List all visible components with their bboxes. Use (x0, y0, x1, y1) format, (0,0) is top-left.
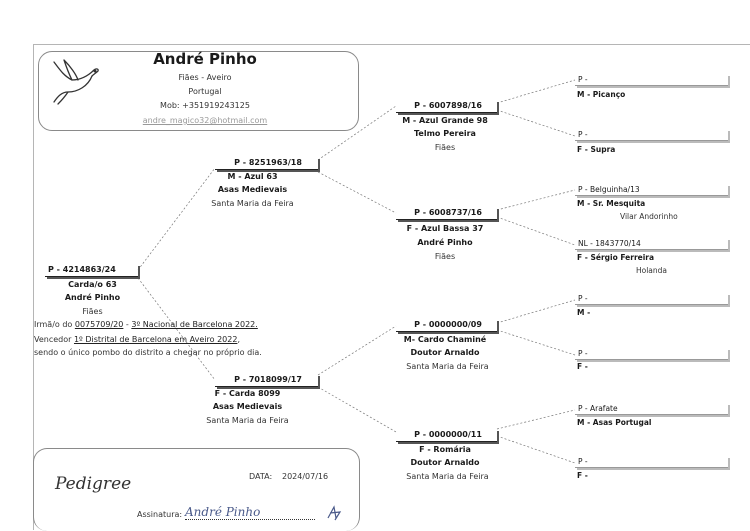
ggp-ring: P - (575, 129, 728, 141)
ggp-sub: M - Asas Portugal (577, 418, 652, 427)
sheet-border-top (33, 44, 750, 45)
ggp-sub: F - (577, 362, 588, 371)
mother-ring: P - 7018099/17 (215, 374, 318, 387)
ggp-sub: M - (577, 308, 591, 317)
signature-label: Assinatura: (137, 510, 183, 519)
mother-color: F - Carda 8099 (214, 389, 281, 398)
mother-place: Santa Maria da Feira (206, 416, 289, 425)
maternal-grandsire-color: M- Cardo Chaminé (403, 335, 487, 344)
sibling-prefix: Irmã/o do (34, 320, 75, 329)
sibling-ring: 0075709/20 (74, 320, 124, 329)
date-value: 2024/07/16 (282, 472, 329, 481)
winner-achievement: 1º Distrital de Barcelona em Aveiro 2022 (73, 335, 238, 344)
winner-suffix: , (237, 335, 240, 344)
ggp-ring: P - (575, 456, 728, 468)
ggp-sub: F - (577, 471, 588, 480)
maternal-granddam-color: F - Romária (419, 445, 471, 454)
paternal-grandsire-color: M - Azul Grande 98 (402, 116, 488, 125)
owner-location: Fiães - Aveiro (178, 73, 232, 82)
maternal-granddam-breeder: Doutor Arnaldo (410, 458, 480, 467)
subject-place: Fiães (82, 307, 103, 316)
signature-flourish-icon (327, 505, 342, 521)
owner-header-box (38, 51, 359, 131)
maternal-granddam-place: Santa Maria da Feira (406, 472, 489, 481)
father-breeder: Asas Medievais (217, 185, 288, 194)
sibling-achievement: 3º Nacional de Barcelona 2022. (131, 320, 258, 329)
father-ring: P - 8251963/18 (215, 157, 318, 170)
sibling-sep: - (123, 320, 132, 329)
ggp-ring: P - Belguinha/13 (575, 184, 728, 196)
paternal-grandsire-place: Fiães (434, 143, 456, 152)
ggp-sub: M - Sr. Mesquita (577, 199, 646, 208)
owner-country: Portugal (188, 87, 222, 96)
ggp-place: Holanda (636, 266, 668, 275)
owner-mobile: Mob: +351919243125 (160, 101, 250, 110)
winner-prefix: Vencedor (34, 335, 74, 344)
father-color: M - Azul 63 (227, 172, 278, 181)
paternal-granddam-color: F - Azul Bassa 37 (406, 224, 484, 233)
maternal-grandsire-place: Santa Maria da Feira (406, 362, 489, 371)
subject-color: Carda/o 63 (68, 280, 117, 289)
pedigree-title: Pedigree (55, 474, 132, 494)
ggp-ring: P - (575, 348, 728, 360)
ggp-ring: P - (575, 293, 728, 305)
paternal-grandsire-ring: P - 6007898/16 (396, 100, 497, 113)
mother-breeder: Asas Medievais (212, 402, 283, 411)
subject-breeder: André Pinho (64, 293, 121, 302)
father-place: Santa Maria da Feira (211, 199, 294, 208)
winner-note-line2: sendo o único pombo do distrito a chegar… (34, 348, 262, 357)
signature: André Pinho (185, 505, 315, 520)
ggp-ring: P - Arafate (575, 403, 728, 415)
dove-icon (53, 59, 99, 105)
footer-box (33, 448, 360, 531)
sibling-note: Irmã/o do 0075709/20 - 3º Nacional de Ba… (34, 320, 258, 329)
ggp-ring: NL - 1843770/14 (575, 238, 728, 250)
sheet-border-left (33, 44, 34, 530)
maternal-granddam-ring: P - 0000000/11 (396, 429, 497, 442)
winner-note: Vencedor 1º Distrital de Barcelona em Av… (34, 335, 240, 344)
owner-email[interactable]: andre_magico32@hotmail.com (142, 116, 268, 125)
ggp-place: Vilar Andorinho (620, 212, 678, 221)
maternal-grandsire-ring: P - 0000000/09 (396, 319, 497, 332)
paternal-grandsire-breeder: Telmo Pereira (414, 129, 476, 138)
paternal-granddam-place: Fiães (434, 252, 456, 261)
subject-ring: P - 4214863/24 (45, 264, 138, 277)
date-label: DATA: (249, 472, 273, 481)
maternal-grandsire-breeder: Doutor Arnaldo (410, 348, 480, 357)
ggp-ring: P - (575, 74, 728, 86)
owner-name: André Pinho (153, 50, 257, 68)
paternal-granddam-breeder: André Pinho (417, 238, 473, 247)
paternal-granddam-ring: P - 6008737/16 (396, 207, 497, 220)
ggp-sub: M - Picanço (577, 90, 626, 99)
ggp-sub: F - Supra (577, 145, 616, 154)
ggp-sub: F - Sérgio Ferreira (577, 253, 655, 262)
